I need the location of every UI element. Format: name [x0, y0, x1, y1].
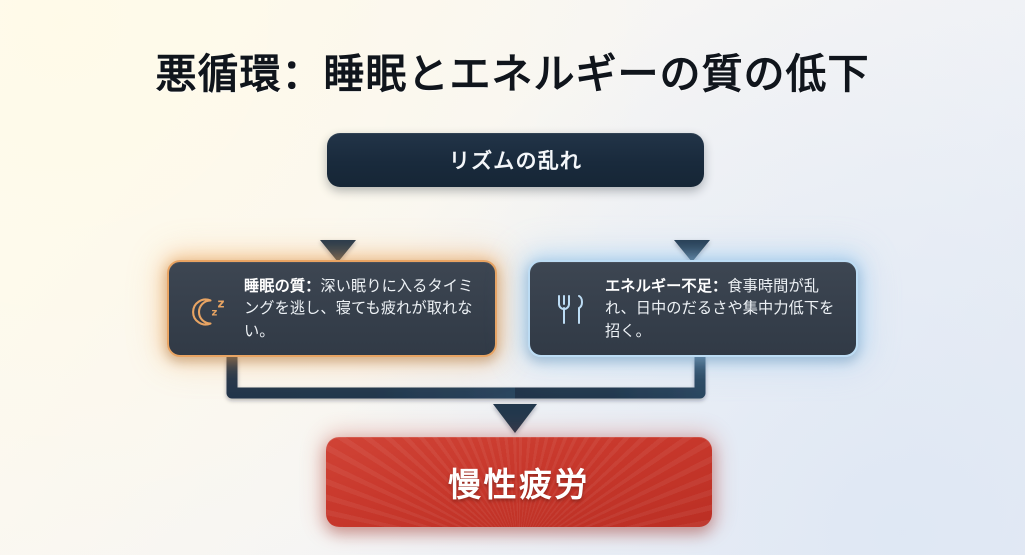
node-rhythm-disruption[interactable]: リズムの乱れ [327, 133, 704, 187]
arrowhead-outcome [493, 404, 537, 433]
page-title: 悪循環：睡眠とエネルギーの質の低下 [155, 50, 870, 98]
card-sleep-quality-body: 深い眠りに入るタイミングを逃し、寝ても疲れが取れない。 [244, 277, 474, 340]
card-energy-deficit-heading: エネルギー不足 [605, 277, 713, 296]
fork-knife-icon [546, 289, 592, 329]
arrowhead-sleep [320, 240, 356, 262]
card-sleep-quality[interactable]: z z 睡眠の質：深い眠りに入るタイミングを逃し、寝ても疲れが取れない。 [167, 260, 497, 357]
arrowhead-energy [674, 240, 710, 262]
card-energy-deficit-body: 食事時間が乱れ、日中のだるさや集中力低下を招く。 [605, 277, 835, 340]
connector-sleep-merge [226, 357, 515, 399]
card-sleep-quality-separator: ： [305, 277, 321, 296]
card-sleep-quality-heading: 睡眠の質 [244, 277, 306, 296]
card-energy-deficit-text: エネルギー不足：食事時間が乱れ、日中のだるさや集中力低下を招く。 [605, 275, 842, 342]
node-chronic-fatigue-label: 慢性疲労 [448, 465, 590, 504]
svg-text:z: z [218, 296, 225, 310]
card-sleep-quality-text: 睡眠の質：深い眠りに入るタイミングを逃し、寝ても疲れが取れない。 [244, 275, 481, 342]
moon-zzz-icon: z z [185, 290, 231, 328]
node-chronic-fatigue[interactable]: 慢性疲労 [326, 437, 712, 527]
connector-energy-merge [515, 357, 706, 399]
node-rhythm-disruption-label: リズムの乱れ [448, 149, 583, 173]
card-energy-deficit[interactable]: エネルギー不足：食事時間が乱れ、日中のだるさや集中力低下を招く。 [528, 260, 858, 357]
svg-text:z: z [212, 307, 218, 318]
card-energy-deficit-separator: ： [712, 277, 728, 296]
